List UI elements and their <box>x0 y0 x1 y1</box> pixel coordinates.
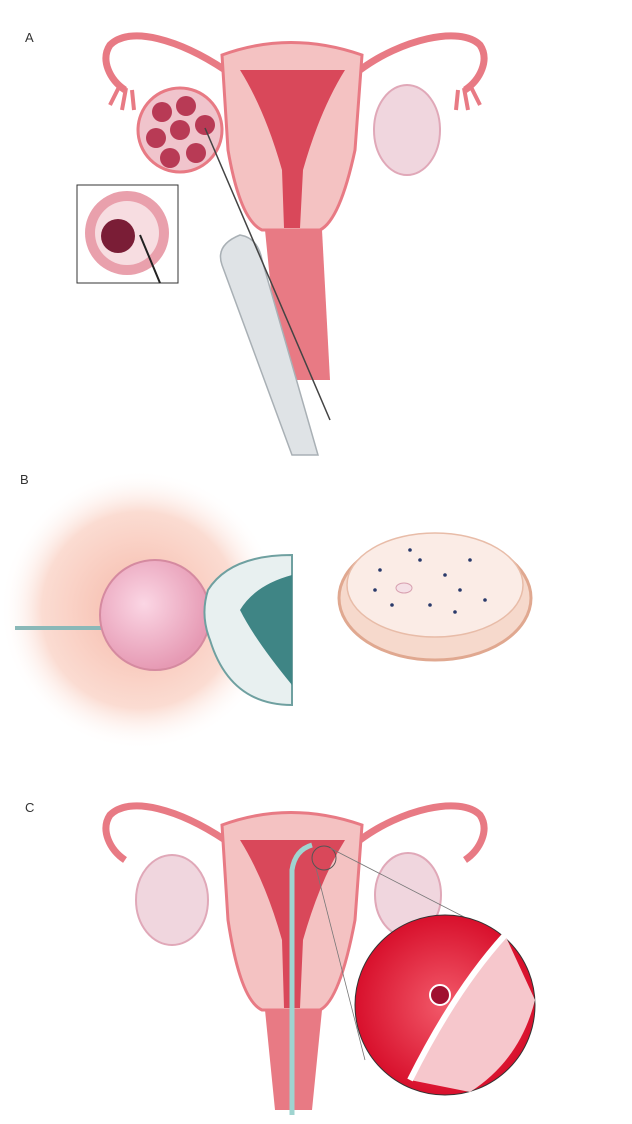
aspiration-needle <box>204 127 331 421</box>
panel-label-a: A <box>25 30 34 45</box>
left-fallopian-tube <box>102 802 227 863</box>
egg-cell <box>99 559 211 671</box>
panel-b <box>0 470 533 750</box>
transvaginal-probe <box>219 234 319 456</box>
panel-label-c: C <box>25 800 35 815</box>
embryo-catheter <box>289 842 313 1115</box>
right-fallopian-tube <box>357 802 488 863</box>
uterine-cavity <box>240 70 345 228</box>
panel-c <box>102 802 536 1115</box>
follicle-inset <box>76 184 179 284</box>
left-ovary <box>135 854 209 946</box>
right-ovary <box>373 84 441 176</box>
left-fallopian-tube <box>102 32 227 93</box>
left-ovary-follicles <box>136 86 224 174</box>
panel-label-b: B <box>20 472 29 487</box>
left-fimbriae <box>108 84 136 111</box>
implantation-site-marker <box>311 845 337 871</box>
petri-dish <box>337 532 533 662</box>
right-fallopian-tube <box>357 32 488 93</box>
right-fimbriae <box>454 84 482 111</box>
panel-a <box>76 32 488 456</box>
magnified-implantation-view <box>354 914 536 1096</box>
embryo <box>429 984 451 1006</box>
